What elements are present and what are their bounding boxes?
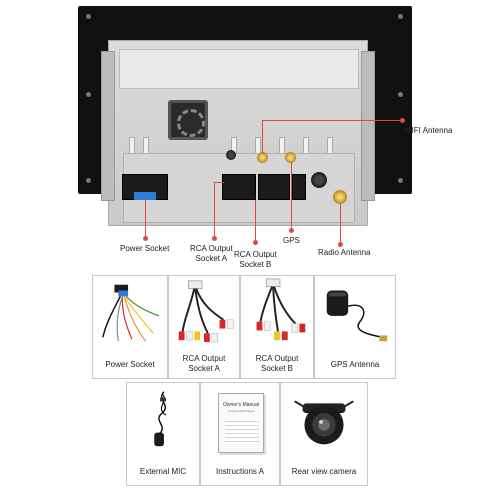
gps-antenna-port-icon	[285, 152, 296, 163]
callout-dot	[400, 118, 405, 123]
callout-line-radio	[340, 204, 341, 244]
screw-icon	[398, 92, 403, 97]
accessory-card-instructions: Owner's Manual Android GPS Player Instru…	[200, 382, 280, 486]
head-unit-photo: WIFI Antenna Power Socket RCA Output Soc…	[78, 6, 453, 269]
callout-line-gps	[291, 162, 292, 230]
connector-tab	[134, 192, 156, 200]
accessory-label: Rear view camera	[291, 467, 357, 476]
callout-line-wifi-h	[262, 120, 402, 121]
manual-text-lines	[225, 418, 259, 444]
screw-icon	[86, 178, 91, 183]
accessory-label: GPS Antenna	[330, 360, 380, 369]
manual-icon: Owner's Manual Android GPS Player	[218, 393, 264, 453]
callout-dot	[253, 240, 258, 245]
cooling-fan-icon	[168, 100, 208, 140]
callout-line-rca-a-h	[214, 182, 224, 183]
aux-connector	[292, 174, 306, 200]
accessory-card-rca-b: RCA Output Socket B	[240, 275, 314, 379]
rca-cable-icon	[178, 280, 234, 343]
rca-socket-a-connector	[222, 174, 256, 200]
accessory-card-rear-camera: Rear view camera	[280, 382, 368, 486]
rca-socket-b-connector	[258, 174, 290, 200]
gps-antenna-icon	[326, 290, 388, 342]
round-port-icon	[311, 172, 327, 188]
callout-label-radio-antenna: Radio Antenna	[318, 248, 371, 257]
callout-dot	[212, 236, 217, 241]
side-bracket-left	[101, 51, 115, 201]
callout-line-rca-a	[214, 182, 215, 238]
callout-label-rca-b: RCA Output Socket B	[234, 250, 277, 269]
callout-dot	[289, 228, 294, 233]
callout-label-rca-a: RCA Output Socket A	[190, 244, 233, 263]
callout-dot	[143, 236, 148, 241]
wire-harness-icon	[102, 284, 160, 342]
callout-label-gps: GPS	[283, 236, 300, 245]
screw-icon	[86, 92, 91, 97]
small-port-icon	[226, 150, 236, 160]
callout-label-power-socket: Power Socket	[120, 244, 170, 253]
callout-dot	[338, 242, 343, 247]
rca-cable-icon	[256, 278, 306, 341]
screw-icon	[86, 14, 91, 19]
chassis-top	[119, 49, 359, 89]
callout-label-wifi-antenna: WIFI Antenna	[404, 126, 453, 135]
accessory-card-rca-a: RCA Output Socket A	[168, 275, 240, 379]
accessory-label: RCA Output Socket A	[182, 354, 226, 373]
camera-icon	[294, 400, 354, 445]
accessory-label: Power Socket	[105, 360, 155, 369]
callout-line-power	[145, 200, 146, 238]
accessory-card-external-mic: External MIC	[126, 382, 200, 486]
callout-line-wifi	[262, 120, 263, 154]
radio-antenna-port-icon	[333, 190, 347, 204]
side-bracket-right	[361, 51, 375, 201]
accessory-label: External MIC	[139, 467, 187, 476]
accessory-card-gps-antenna: GPS Antenna	[314, 275, 396, 379]
wifi-antenna-port-icon	[257, 152, 268, 163]
screw-icon	[398, 14, 403, 19]
screw-icon	[398, 178, 403, 183]
callout-line-rca-b	[255, 200, 256, 242]
accessory-card-power-socket: Power Socket	[92, 275, 168, 379]
accessory-label: Instructions A	[215, 467, 265, 476]
microphone-icon	[154, 391, 167, 447]
accessory-label: RCA Output Socket B	[255, 354, 299, 373]
